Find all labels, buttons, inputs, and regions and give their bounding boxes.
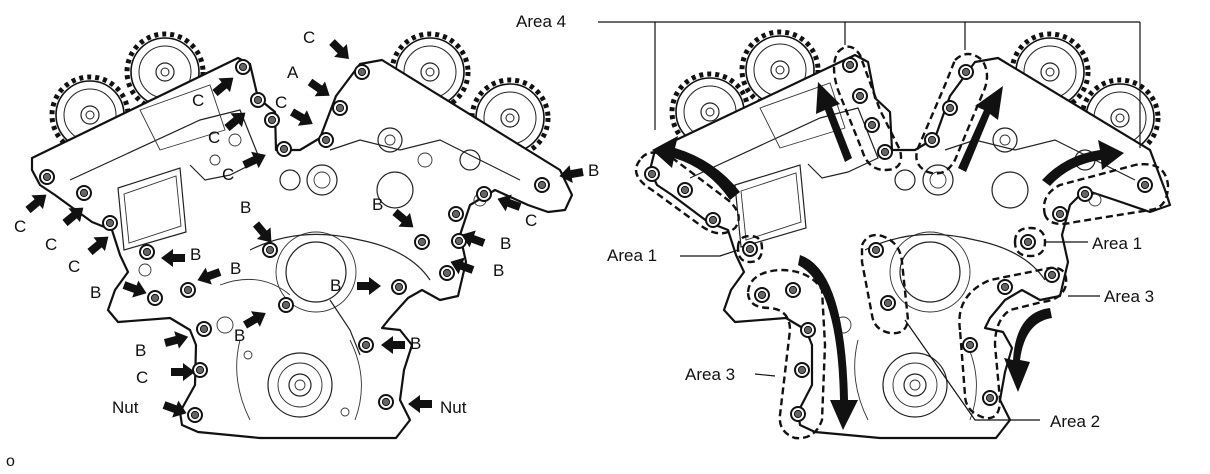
label-c: C [525, 211, 537, 230]
area4-mid-outline [832, 45, 903, 172]
label-b: B [372, 195, 383, 214]
label-c: C [14, 217, 26, 236]
label-area1-left: Area 1 [607, 246, 657, 265]
label-c: C [275, 93, 287, 112]
label-b: B [330, 276, 341, 295]
label-b: B [493, 261, 504, 280]
right-cover-outline [648, 53, 1172, 440]
arrow-area4-mid-left [816, 82, 852, 162]
label-b: B [410, 334, 421, 353]
left-crank-seal [267, 352, 333, 418]
area1-left-outline [736, 234, 764, 264]
label-b: B [90, 283, 101, 302]
label-nut: Nut [112, 398, 139, 417]
label-c: C [136, 368, 148, 387]
left-cover-outline [30, 56, 574, 440]
label-c: C [68, 257, 80, 276]
area-labels: Area 4 Area 1 Area 1 Area 3 Area 3 Area … [516, 12, 1154, 431]
arrow-area3-right-down [1004, 308, 1052, 392]
label-area4: Area 4 [516, 12, 566, 31]
label-b: B [234, 326, 245, 345]
label-area3-left: Area 3 [685, 365, 735, 384]
area4-far-right-outline [1042, 163, 1170, 226]
label-area3-right: Area 3 [1104, 287, 1154, 306]
leader-lines [598, 21, 1141, 421]
label-c: C [222, 165, 234, 184]
arrow-area4-left [652, 136, 740, 200]
label-c: C [45, 235, 57, 254]
label-c: C [208, 128, 220, 147]
label-b: B [588, 161, 599, 180]
left-engine-view: C A C C C C B C C C B B B B C B B B B B … [14, 28, 599, 440]
arrow-area4-right [1042, 140, 1124, 186]
label-b: B [190, 245, 201, 264]
left-window-frame [117, 167, 187, 251]
left-water-pump [285, 241, 347, 303]
tightening-direction-arrows [652, 82, 1124, 430]
label-c-top: C [303, 28, 315, 47]
right-engine-view: Area 4 Area 1 Area 1 Area 3 Area 3 Area … [516, 12, 1172, 440]
area3-right-outline [958, 266, 1068, 420]
area3-left-outline [746, 268, 827, 440]
label-b: B [500, 234, 511, 253]
label-nut: Nut [440, 398, 467, 417]
label-area1-right: Area 1 [1092, 234, 1142, 253]
label-b: B [135, 341, 146, 360]
area4-right-outline [915, 52, 989, 175]
label-c: C [192, 91, 204, 110]
left-callout-labels: C A C C C C B C C C B B B B C B B B B B … [14, 28, 599, 417]
arrow-area2-down [798, 255, 858, 430]
label-b: B [230, 259, 241, 278]
figure-code: o [6, 453, 15, 470]
area-outlines [634, 45, 1170, 440]
area2-outline [860, 233, 910, 335]
label-b: B [240, 198, 251, 217]
label-area2: Area 2 [1050, 412, 1100, 431]
label-a: A [287, 63, 299, 82]
arrow-area4-mid-right [958, 86, 1003, 172]
